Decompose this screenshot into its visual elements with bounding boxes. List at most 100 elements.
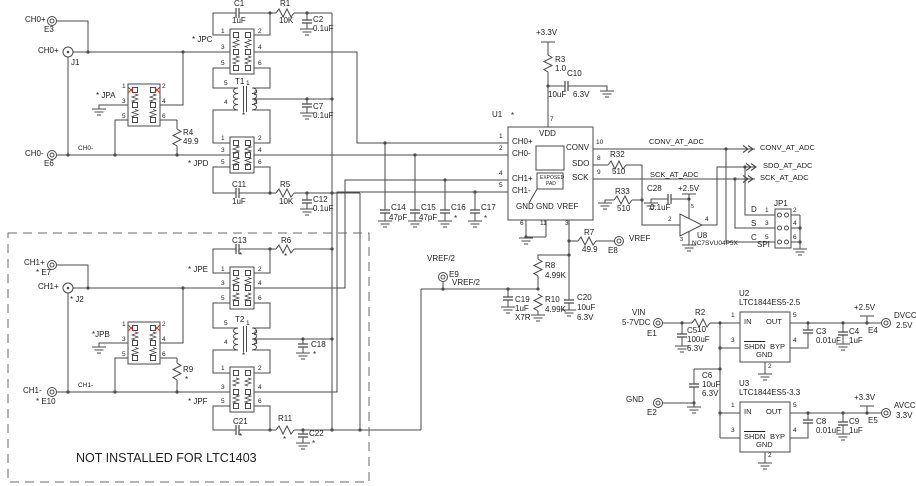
j2-ref: * J2 (70, 295, 84, 304)
u3-part: LTC1844ES5-3.3 (739, 388, 801, 397)
r32-ref: R32 (610, 150, 625, 159)
jpa-p3: 3 (122, 98, 126, 105)
c14-val: 47pF (389, 213, 408, 222)
jpf-p6: 6 (258, 398, 262, 405)
t1-p4: 4 (224, 99, 228, 106)
c15-val: 47pF (419, 213, 438, 222)
u1-conv: CONV (566, 143, 590, 152)
u1-inner-box (535, 145, 565, 171)
r33-val: 510 (617, 204, 631, 213)
t2-star: * (242, 351, 246, 360)
turret-e8 (614, 236, 624, 246)
c19-v1: 1uF (515, 304, 529, 313)
jp1-s: S (751, 219, 757, 228)
jpb-p5: 5 (122, 351, 126, 358)
t2-p1: 1 (246, 320, 250, 327)
u3-p5: 5 (793, 402, 797, 409)
c13-star: * (239, 251, 243, 260)
dvcc-ref: DVCC (894, 311, 916, 320)
r4-ref: R4 (183, 128, 194, 137)
u1-sdo: SDO (572, 159, 590, 168)
jpc-p3: 3 (221, 44, 225, 51)
jpc-ref: * JPC (192, 35, 213, 44)
c21-star: * (239, 432, 243, 441)
jpe-p5: 5 (221, 295, 225, 302)
u1-p2: 2 (499, 145, 503, 152)
r3-val: 1.0 (555, 64, 567, 73)
c12-val: 0.1uF (313, 204, 334, 213)
u3-in: IN (744, 407, 752, 416)
jpf-ref: * JPF (188, 397, 208, 406)
c1-val: 1uF (232, 16, 246, 25)
u1-pad2: PAD (546, 181, 556, 187)
r7-ref: R7 (584, 228, 595, 237)
jumper-jpe (229, 266, 255, 310)
arrow-sck-icon (742, 175, 754, 183)
conv-net: CONV_AT_ADC (649, 137, 704, 146)
jpd-p3: 3 (221, 147, 225, 154)
inverter-u8 (679, 213, 704, 237)
avcc-val: 3.3V (896, 411, 913, 420)
u1-p7: 7 (550, 116, 554, 123)
r9-ref: R9 (183, 365, 194, 374)
u8-p3: 3 (680, 237, 684, 243)
jp1-ref: JP1 (774, 199, 788, 208)
vdd33: +3.3V (536, 28, 558, 37)
c22-star: * (312, 439, 316, 448)
jpd-p1: 1 (221, 135, 225, 142)
resistor-r11 (275, 425, 295, 435)
c12-ref: C12 (313, 195, 328, 204)
t2-p3: 3 (254, 339, 258, 346)
transformer-t1 (233, 86, 257, 112)
c2-val: 0.1uF (313, 24, 334, 33)
u1-sck: SCK (572, 173, 589, 182)
c5-v1: 100uF (687, 335, 710, 344)
u3-out: OUT (766, 407, 782, 416)
e3-ref: E3 (44, 25, 54, 34)
vref2-term: VREF/2 (427, 254, 456, 263)
signal-arrows (742, 145, 757, 183)
r2-ref: R2 (695, 308, 706, 317)
turret-e9 (438, 272, 448, 282)
jpe-p2: 2 (258, 266, 262, 273)
jpa-p1: 1 (122, 83, 126, 90)
turret-e4 (881, 318, 891, 328)
jp1-4: 4 (793, 220, 797, 227)
u1-ref: U1 (492, 110, 503, 119)
r3-ref: R3 (555, 55, 566, 64)
jpb-p2: 2 (162, 321, 166, 328)
jpe-p4: 4 (258, 280, 262, 287)
v25-inv: +2.5V (678, 184, 700, 193)
jpc-p6: 6 (258, 60, 262, 67)
c5-v2: 6.3V (687, 344, 704, 353)
u1-ch1m: CH1- (512, 186, 531, 195)
jpa-p4: 4 (162, 98, 166, 105)
jpd-p6: 6 (258, 159, 262, 166)
wire-ch1m: CH1- (78, 382, 94, 389)
jp1-3: 3 (765, 220, 769, 227)
r7-val: 49.9 (582, 245, 598, 254)
jpd-p4: 4 (258, 147, 262, 154)
e10-net: CH1- (23, 386, 42, 395)
u1-p5: 5 (499, 182, 503, 189)
c11-val: 1uF (232, 197, 246, 206)
c6-v2: 6.3V (702, 389, 719, 398)
jp1-1: 1 (765, 207, 769, 214)
vref-net: VREF (629, 234, 651, 243)
c5-ref: C5 (687, 326, 698, 335)
not-installed-outline (7, 232, 370, 483)
e6-ref: E6 (44, 159, 54, 168)
j2-net: CH1+ (38, 282, 59, 291)
c20-v1: 10uF (577, 303, 596, 312)
c9-val: 1uF (849, 426, 863, 435)
jpb-p4: 4 (162, 336, 166, 343)
u1-p1: 1 (499, 133, 503, 140)
c6-v1: 10uF (702, 380, 721, 389)
jpd-p5: 5 (221, 159, 225, 166)
u2-p3: 3 (731, 337, 735, 344)
r1-ref: R1 (280, 0, 291, 8)
u1-p6: 6 (520, 220, 524, 227)
jpb-ref: *JPB (92, 330, 110, 339)
resistor-r5 (275, 188, 295, 198)
